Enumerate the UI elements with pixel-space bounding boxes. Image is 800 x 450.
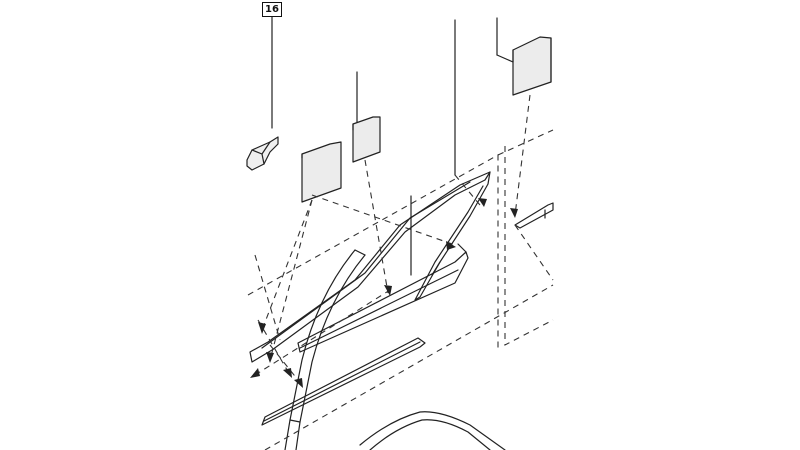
- arrowheads: [250, 198, 518, 388]
- arrowhead: [446, 241, 456, 250]
- leader-lines: [271, 16, 514, 276]
- callout-label-16: 16: [262, 2, 282, 17]
- arrowhead: [478, 198, 487, 207]
- side-strip-right: [514, 202, 554, 229]
- filler-panel-small: [352, 116, 381, 163]
- arrowhead: [258, 322, 266, 334]
- felt-panel-left: [301, 141, 342, 203]
- belt-seal-strip-lower: [261, 337, 426, 426]
- clip-part-16: [246, 136, 279, 171]
- outer-door-seal: [249, 171, 491, 363]
- dashed-reference-lines: [247, 94, 554, 450]
- foam-panel-upper: [512, 36, 552, 96]
- window-glass-edge: [359, 411, 506, 450]
- arrowhead: [294, 378, 303, 388]
- belt-seal-strip-upper: [297, 243, 469, 353]
- arrowhead: [266, 352, 274, 363]
- leader-line-panel-upper-b: [496, 54, 514, 63]
- arrowhead: [250, 368, 260, 378]
- run-channel-curved: [284, 249, 366, 450]
- arrowhead: [384, 285, 392, 296]
- arrowhead: [283, 368, 292, 378]
- arrowhead: [510, 208, 518, 218]
